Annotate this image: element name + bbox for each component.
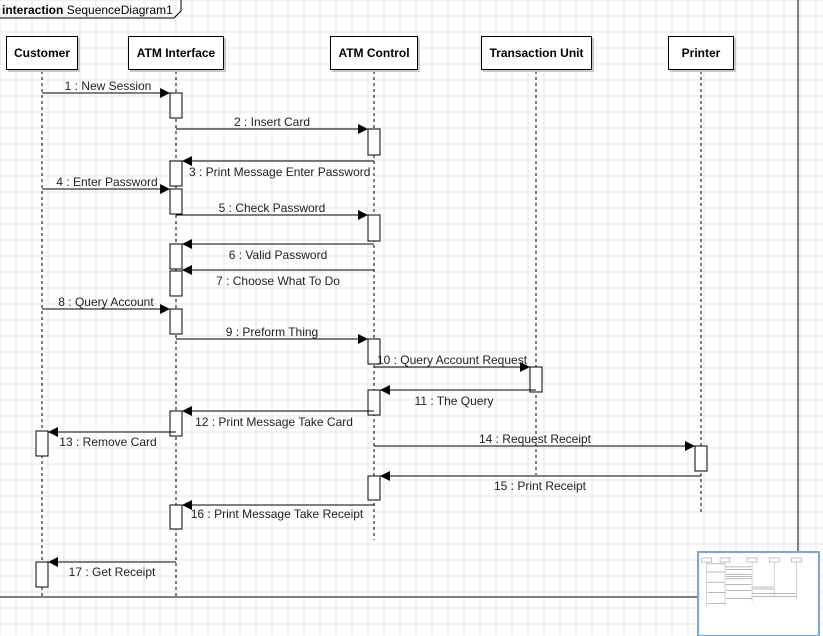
message-label: 2 : Insert Card [234,115,310,129]
lifeline-atm-control[interactable]: ATM Control [330,36,418,70]
activation-bar [367,389,381,416]
frame-tab: interaction SequenceDiagram1 [2,3,173,17]
activation-bar [169,243,183,270]
message-label: 11 : The Query [415,394,494,408]
activation-bar [169,270,183,297]
lifeline-transaction-unit[interactable]: Transaction Unit [481,36,592,70]
message-label: 12 : Print Message Take Card [195,415,353,429]
activation-bar [169,410,183,437]
message-label: 13 : Remove Card [59,435,156,449]
message-label: 4 : Enter Password [56,175,157,189]
message-label: 7 : Choose What To Do [216,274,340,288]
message-label: 9 : Preform Thing [226,325,318,339]
activation-bar [367,475,381,501]
message-label: 1 : New Session [65,79,152,93]
activation-bar [367,338,381,365]
message-label: 3 : Print Message Enter Password [189,165,370,179]
message-label: 5 : Check Password [219,201,326,215]
message-label: 6 : Valid Password [229,248,328,262]
lifeline-printer[interactable]: Printer [668,36,734,70]
lifeline-customer[interactable]: Customer [6,36,78,70]
frame-tab-corner [173,0,182,19]
activation-bar [169,92,183,119]
activation-bar [694,445,708,472]
message-label: 17 : Get Receipt [69,565,156,579]
lifeline-atm-interface[interactable]: ATM Interface [128,36,224,70]
message-label: 15 : Print Receipt [494,479,587,493]
activation-bar [367,214,381,242]
message-label: 16 : Print Message Take Receipt [191,507,364,521]
activation-bar [169,160,183,187]
activation-bar [529,366,543,393]
message-label: 14 : Request Receipt [479,432,592,446]
frame-keyword: interaction [2,3,64,17]
activation-bar [35,430,49,457]
message-label: 8 : Query Account [58,295,154,309]
activation-bar [169,504,183,530]
frame-name: SequenceDiagram1 [66,3,173,17]
activation-bar [169,188,183,215]
activation-bar [35,561,49,588]
diagram-overview-thumbnail[interactable] [697,551,820,636]
activation-bar [169,308,183,335]
message-label: 10 : Query Account Request [377,353,528,367]
activation-bar [367,128,381,156]
